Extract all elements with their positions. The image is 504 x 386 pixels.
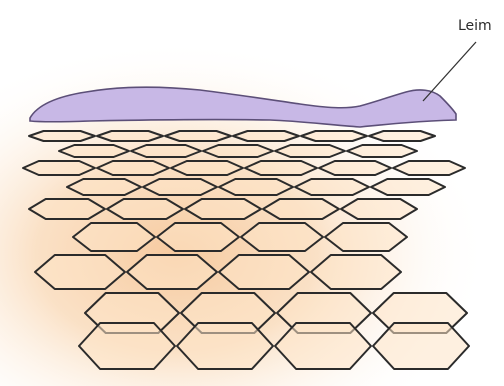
cell-hexagon bbox=[131, 145, 201, 157]
cell-hexagon bbox=[275, 145, 345, 157]
cell-hexagon bbox=[185, 199, 261, 219]
cell-hexagon bbox=[347, 145, 417, 157]
cell-hexagon bbox=[263, 199, 339, 219]
cell-hexagon bbox=[373, 323, 469, 369]
cell-hexagon bbox=[79, 323, 175, 369]
cell-hexagon bbox=[219, 255, 309, 289]
cell-hexagon bbox=[233, 131, 299, 141]
cell-hexagon bbox=[97, 131, 163, 141]
cell-hexagon bbox=[311, 255, 401, 289]
cell-hexagon bbox=[35, 255, 125, 289]
cell-hexagon bbox=[67, 179, 141, 195]
cell-hexagon bbox=[203, 145, 273, 157]
cell-hexagon bbox=[241, 223, 323, 251]
cell-hexagon bbox=[143, 179, 217, 195]
cell-hexagon bbox=[219, 179, 293, 195]
cell-hexagon bbox=[97, 161, 169, 175]
cell-hexagon bbox=[369, 131, 435, 141]
cell-hexagon bbox=[319, 161, 391, 175]
cell-hexagon bbox=[29, 131, 95, 141]
cell-hexagon bbox=[295, 179, 369, 195]
cell-hexagon bbox=[245, 161, 317, 175]
cell-hexagon bbox=[23, 161, 95, 175]
cell-hexagon bbox=[171, 161, 243, 175]
cell-hexagon bbox=[341, 199, 417, 219]
cell-hexagon bbox=[107, 199, 183, 219]
leim-label: Leim bbox=[458, 18, 492, 34]
cell-hexagon bbox=[325, 223, 407, 251]
cell-hexagon bbox=[29, 199, 105, 219]
cell-hexagon bbox=[165, 131, 231, 141]
cell-hexagon bbox=[73, 223, 155, 251]
cell-hexagon bbox=[59, 145, 129, 157]
cell-hexagon bbox=[127, 255, 217, 289]
cell-hexagon bbox=[371, 179, 445, 195]
cell-hexagon bbox=[157, 223, 239, 251]
cell-hexagon bbox=[177, 323, 273, 369]
cell-hexagon bbox=[393, 161, 465, 175]
cell-hexagon bbox=[301, 131, 367, 141]
cell-hexagon bbox=[275, 323, 371, 369]
